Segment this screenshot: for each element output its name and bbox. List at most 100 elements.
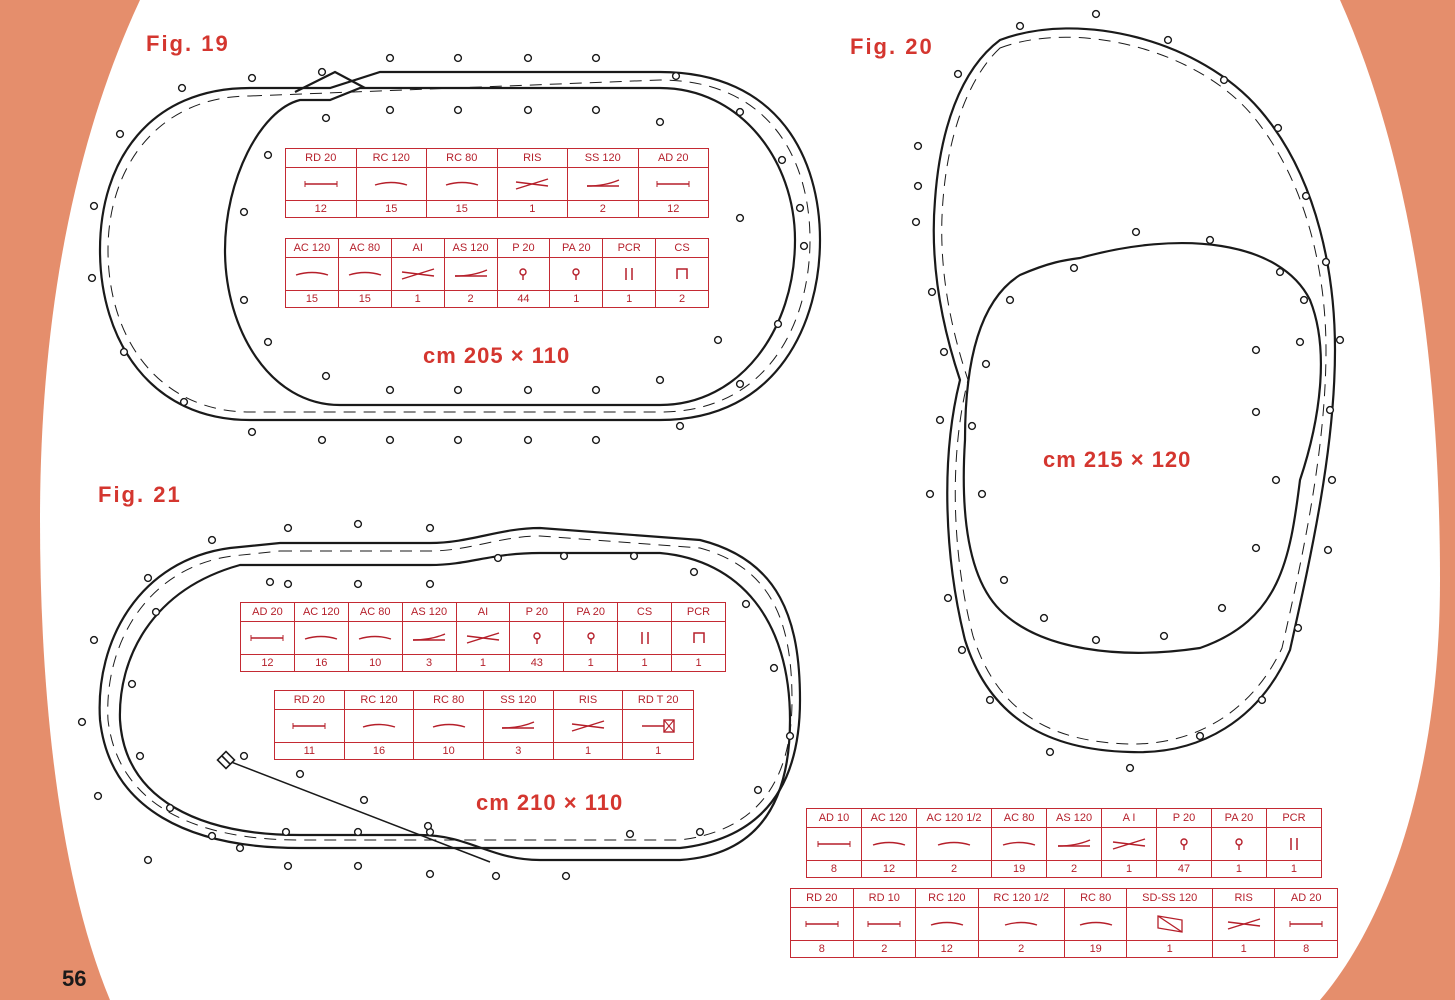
part-symbol (1211, 907, 1276, 941)
track-post-icon (1005, 295, 1015, 305)
part-quantity: 8 (1274, 940, 1338, 958)
part-quantity: 2 (443, 290, 498, 308)
fig21-terminal-box (216, 750, 236, 770)
track-post-icon (741, 599, 751, 609)
track-post-icon (1217, 603, 1227, 613)
part-quantity: 1 (455, 654, 511, 672)
track-post-icon (493, 553, 503, 563)
part-symbol (343, 709, 415, 743)
track-post-icon (795, 203, 805, 213)
track-post-icon (385, 53, 395, 63)
part-quantity: 1 (1101, 860, 1157, 878)
straight-line-icon (304, 181, 338, 187)
part-symbol (483, 709, 554, 743)
track-post-icon (769, 663, 779, 673)
part-code: RD 10 (852, 888, 917, 908)
fig21-outer-loop (98, 526, 802, 850)
part-quantity: 1 (617, 654, 672, 672)
track-post-icon (591, 105, 601, 115)
track-post-icon (1321, 257, 1331, 267)
track-post-icon (911, 217, 921, 227)
track-post-icon (425, 869, 435, 879)
part-quantity: 1 (552, 742, 624, 760)
track-post-icon (1045, 747, 1055, 757)
part-quantity: 12 (637, 200, 709, 218)
part-code: AI (455, 602, 511, 622)
part-code: RD 20 (285, 148, 357, 168)
track-post-icon (695, 827, 705, 837)
track-post-icon (675, 421, 685, 431)
track-post-icon (115, 129, 125, 139)
post-icon (1235, 838, 1243, 850)
crossing-icon (466, 632, 500, 644)
part-symbol (496, 257, 551, 291)
part-symbol (293, 621, 349, 655)
track-post-icon (239, 295, 249, 305)
part-quantity: 10 (347, 654, 403, 672)
track-post-icon (1257, 695, 1267, 705)
switch-icon (413, 633, 446, 641)
part-quantity: 2 (655, 290, 709, 308)
part-code: RIS (1211, 888, 1276, 908)
post-icon (572, 268, 581, 280)
switch-icon (502, 721, 535, 729)
part-symbol (567, 167, 639, 201)
part-quantity: 3 (483, 742, 554, 760)
double-bar-icon (640, 632, 649, 644)
part-code: P 20 (496, 238, 551, 258)
part-symbol (977, 907, 1065, 941)
track-post-icon (283, 523, 293, 533)
track-post-icon (629, 551, 639, 561)
switch-icon (1058, 839, 1091, 847)
track-post-icon (1069, 263, 1079, 273)
part-code: SD-SS 120 (1126, 888, 1213, 908)
track-post-icon (689, 567, 699, 577)
post-icon (519, 268, 528, 280)
part-quantity: 2 (567, 200, 639, 218)
part-quantity: 1 (549, 290, 604, 308)
part-symbol (655, 257, 709, 291)
track-post-icon (317, 67, 327, 77)
part-quantity: 12 (240, 654, 295, 672)
track-post-icon (1273, 123, 1283, 133)
part-code: AD 20 (637, 148, 709, 168)
track-post-icon (207, 535, 217, 545)
straight-line-icon (250, 635, 284, 641)
fig20-label: Fig. 20 (850, 34, 934, 59)
part-symbol (1274, 907, 1338, 941)
part-symbol (274, 709, 345, 743)
part-code: RD T 20 (622, 690, 694, 710)
curve-line-icon (872, 841, 906, 846)
part-code: CS (617, 602, 672, 622)
track-post-icon (263, 150, 273, 160)
part-code: RC 120 (343, 690, 415, 710)
post-icon (1180, 838, 1188, 850)
track-post-icon (425, 523, 435, 533)
part-code: PA 20 (1210, 808, 1267, 828)
part-quantity: 12 (915, 940, 979, 958)
track-post-icon (353, 579, 363, 589)
fig19-label: Fig. 19 (146, 31, 230, 56)
part-code: AD 20 (1274, 888, 1338, 908)
crossing-icon (516, 178, 549, 190)
part-code: AC 120 (860, 808, 917, 828)
track-post-icon (967, 421, 977, 431)
straight-line-icon (1289, 921, 1323, 927)
track-post-icon (283, 861, 293, 871)
track-post-icon (977, 489, 987, 499)
track-post-icon (247, 427, 257, 437)
track-post-icon (655, 375, 665, 385)
part-quantity: 15 (426, 200, 498, 218)
track-post-icon (799, 241, 809, 251)
track-post-icon (165, 803, 175, 813)
track-post-icon (239, 751, 249, 761)
track-post-icon (591, 435, 601, 445)
part-code: RC 120 (915, 888, 979, 908)
part-code: PCR (671, 602, 726, 622)
curve-line-icon (358, 635, 392, 640)
track-post-icon (753, 785, 763, 795)
track-post-icon (713, 335, 723, 345)
